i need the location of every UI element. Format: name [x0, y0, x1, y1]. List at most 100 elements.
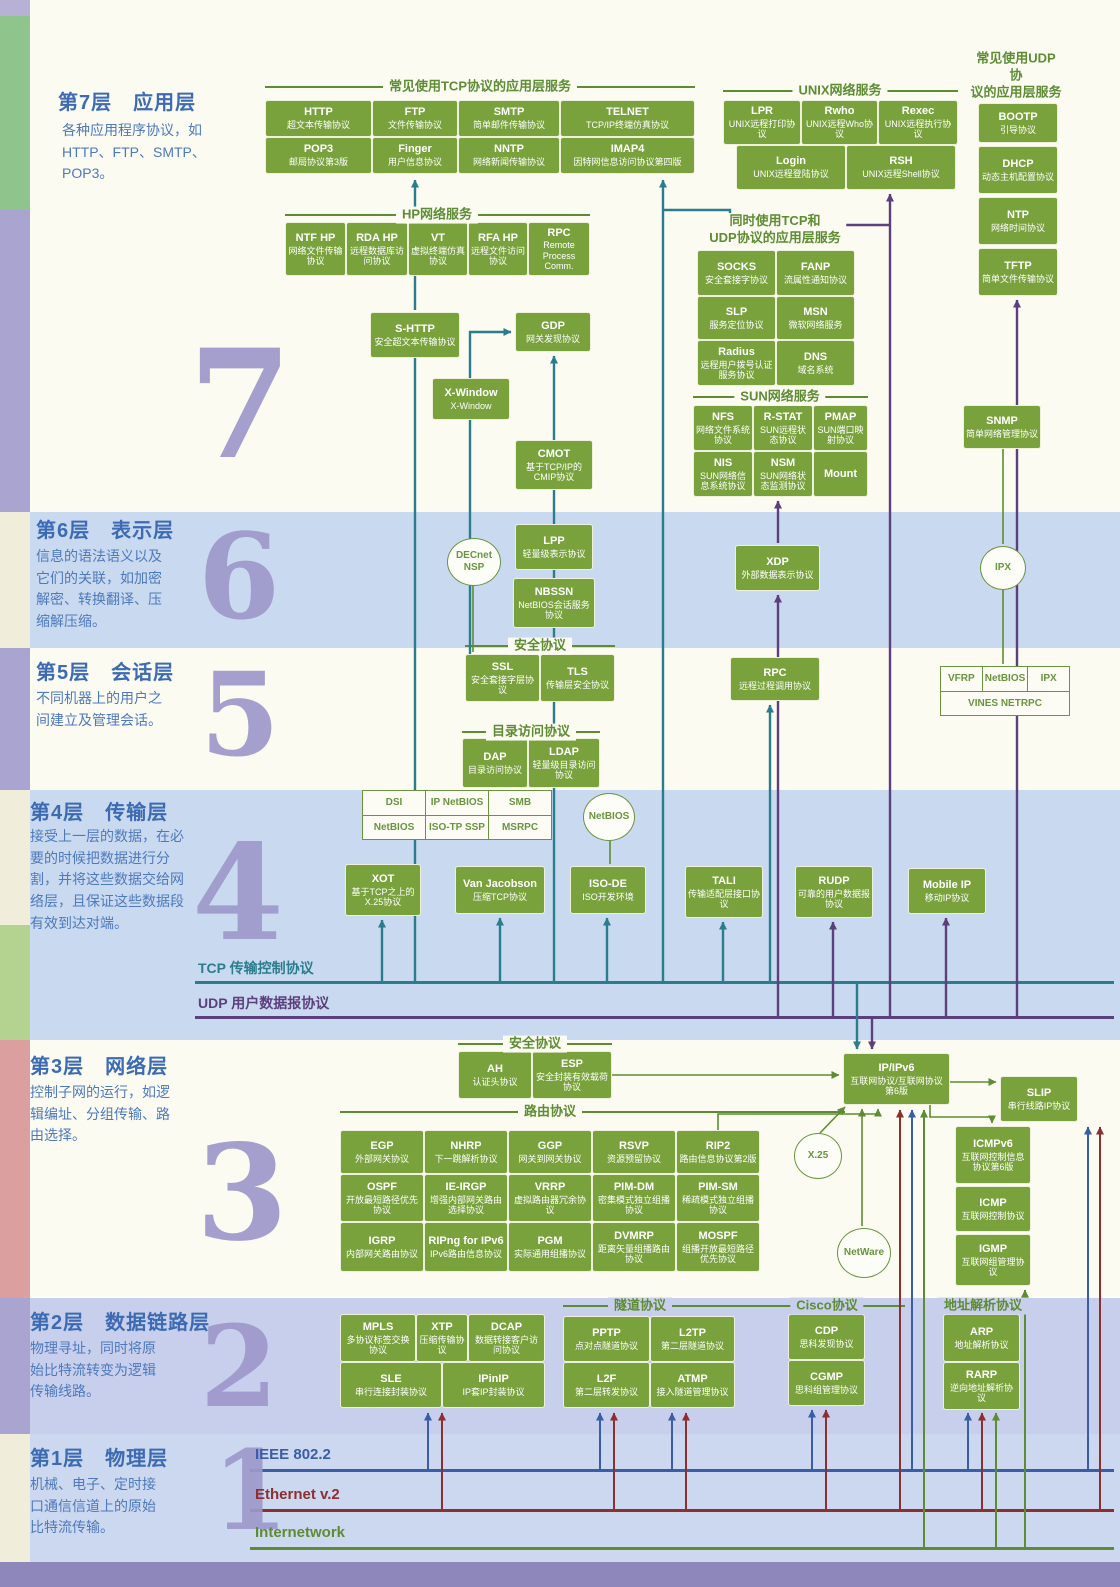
protocol-subtitle: 基于TCP/IP的CMIP协议	[525, 461, 582, 482]
layer-7-title: 第7层 应用层	[58, 92, 197, 114]
protocol-title: ESP	[560, 1057, 583, 1070]
protocol-subtitle: 邮局协议第3版	[288, 157, 348, 168]
protocol-title: RFA HP	[478, 231, 518, 244]
protocol-title: ATMP	[677, 1372, 708, 1385]
protocol-subtitle: 网关发现协议	[525, 333, 580, 344]
protocol-subtitle: 开放最短路径优先协议	[345, 1194, 418, 1215]
protocol-title: DAP	[483, 750, 507, 763]
edge-strip-8	[0, 1298, 30, 1434]
protocol-title: CDP	[814, 1324, 839, 1337]
protocol-subtitle: 网络时间协议	[990, 222, 1045, 233]
protocol-subtitle: 服务定位协议	[709, 319, 764, 330]
layer-1-title: 第1层 物理层	[30, 1448, 169, 1470]
protocol-title: ICMP	[979, 1196, 1007, 1209]
protocol-title: MSN	[803, 305, 828, 318]
protocol-subtitle: IPv6路由信息协议	[429, 1248, 502, 1259]
protocol-subtitle: 资源预留协议	[606, 1153, 661, 1164]
protocol-subtitle: 逆向地址解析协议	[949, 1382, 1013, 1403]
outline-cell: DSI	[363, 791, 426, 815]
protocol-title: NTF HP	[295, 231, 336, 244]
protocol-subtitle: SUN网络状态监测协议	[759, 470, 806, 491]
protocol-title: PGM	[537, 1234, 563, 1247]
group-label-directory-l5: 目录访问协议	[485, 723, 577, 741]
group-label-hp-services: HP网络服务	[395, 206, 479, 224]
protocol-title: NBSSN	[534, 585, 574, 598]
protocol-subtitle: 远程数据库访问协议	[349, 245, 404, 266]
protocol-title: GGP	[537, 1139, 563, 1152]
ieee-line	[250, 1469, 1114, 1472]
layer-4-band	[0, 790, 1120, 1040]
tcp-line-label: TCP 传输控制协议	[198, 960, 314, 976]
protocol-subtitle: 用户信息协议	[387, 157, 442, 168]
group-label-sun-services: SUN网络服务	[734, 388, 826, 406]
protocol-subtitle: NetBIOS会话服务协议	[518, 599, 590, 620]
protocol-title: CMOT	[537, 447, 571, 460]
protocol-title: SSL	[491, 660, 514, 673]
protocol-subtitle: 思科发现协议	[799, 1338, 854, 1349]
protocol-subtitle: 网络新闻传输协议	[472, 157, 545, 168]
protocol-subtitle: 文件传输协议	[387, 120, 442, 131]
udp-line	[195, 1016, 1114, 1019]
protocol-subtitle: 接入隧道管理协议	[656, 1386, 729, 1397]
edge-strip-7	[0, 1040, 30, 1298]
group-line-routing	[340, 1111, 845, 1113]
protocol-title: XDP	[766, 555, 789, 568]
protocol-title: DVMRP	[614, 1229, 654, 1242]
layer-2-description: 物理寻址，同时将原 始比特流转变为逻辑 传输线路。	[30, 1340, 156, 1400]
protocol-subtitle: 传输层安全协议	[545, 679, 609, 690]
protocol-title: TLS	[567, 665, 588, 678]
protocol-subtitle: 外部数据表示协议	[741, 569, 814, 580]
protocol-subtitle: 动态主机配置协议	[981, 171, 1054, 182]
protocol-title: BOOTP	[998, 110, 1038, 123]
protocol-title: SLP	[725, 305, 748, 318]
protocol-title: RIPng for IPv6	[428, 1234, 504, 1247]
group-label-tcp-udp-apps: 同时使用TCP和 UDP协议的应用层服务	[703, 213, 847, 247]
protocol-subtitle: 因特网信息访问协议第四版	[573, 157, 682, 168]
protocol-subtitle: SUN网络信息系统协议	[699, 470, 746, 491]
protocol-title: SOCKS	[716, 260, 757, 273]
protocol-title: L2F	[596, 1372, 617, 1385]
protocol-title: Rexec	[901, 105, 935, 118]
protocol-subtitle: 远程用户拨号认证服务协议	[700, 359, 773, 380]
protocol-title: RDA HP	[356, 231, 398, 244]
layer-4-number: 4	[192, 816, 284, 971]
protocol-subtitle: Remote Process Comm.	[542, 240, 576, 272]
protocol-subtitle: UNIX远程执行协议	[884, 119, 952, 140]
layer-6-title: 第6层 表示层	[36, 520, 175, 542]
protocol-subtitle: 思科组管理协议	[794, 1384, 858, 1395]
protocol-title: PMAP	[824, 410, 857, 423]
ethernet-line	[250, 1509, 1114, 1512]
group-line-tunnel	[563, 1305, 905, 1307]
protocol-title: GDP	[541, 319, 565, 332]
protocol-title: SLIP	[1026, 1086, 1052, 1099]
protocol-circle-ipx: IPX	[980, 546, 1026, 590]
